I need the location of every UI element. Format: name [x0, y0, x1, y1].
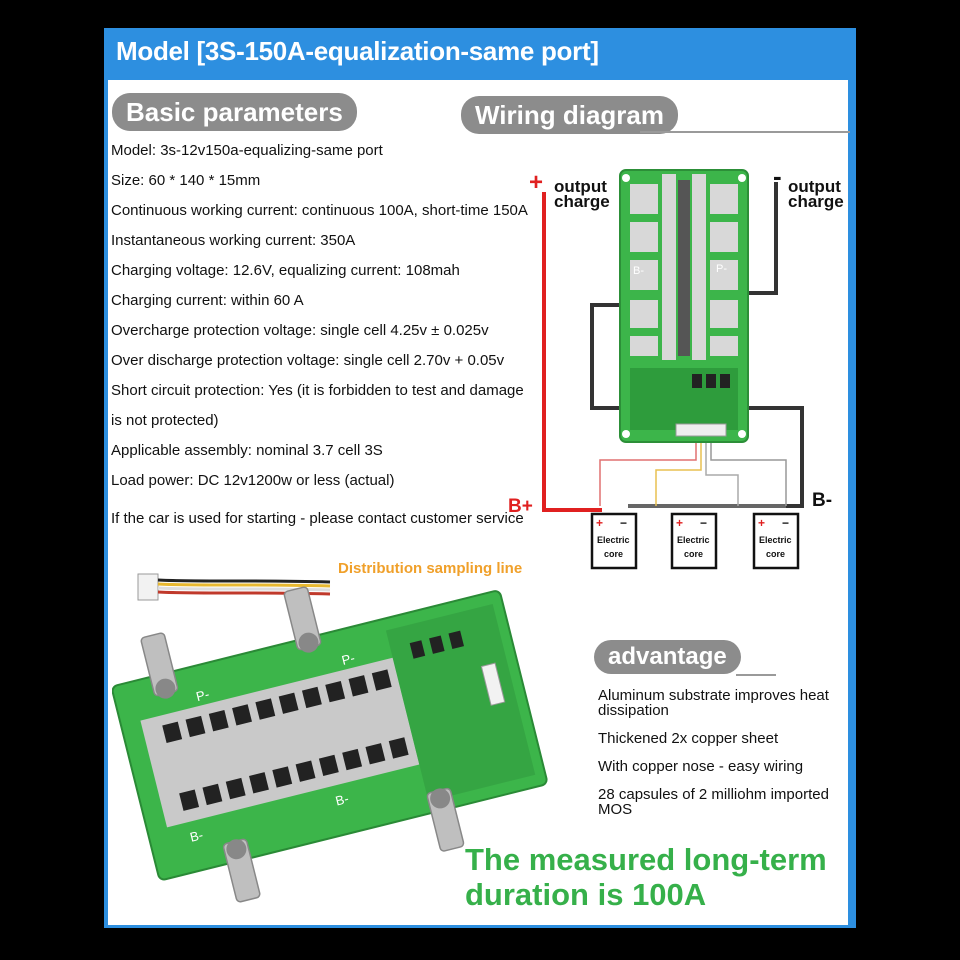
wiring-diagram: B- P- + output charge - output charge B+… — [508, 161, 844, 570]
cell-plus: + — [676, 516, 683, 530]
advantage-list: Aluminum substrate improves heat dissipa… — [598, 688, 848, 830]
param-item: Over discharge protection voltage: singl… — [111, 352, 505, 369]
plus-sign: + — [529, 169, 543, 196]
photo-label-p-minus: P- — [340, 650, 356, 668]
plus-charge-label: charge — [554, 192, 610, 211]
param-item: Instantaneous working current: 350A — [111, 232, 356, 249]
photo-label-b-minus: B- — [188, 827, 204, 845]
cell-plus: + — [758, 516, 765, 530]
advantage-heading: advantage — [594, 640, 741, 674]
param-item: Model: 3s-12v150a-equalizing-same port — [111, 142, 383, 159]
sampling-wire — [710, 435, 787, 506]
basic-parameters-list: Model: 3s-12v150a-equalizing-same port S… — [111, 136, 551, 496]
param-item: is not protected) — [111, 412, 219, 429]
photo-mosfets — [162, 630, 465, 811]
chip — [720, 374, 730, 388]
param-item: Size: 60 * 140 * 15mm — [111, 172, 261, 189]
b-plus-label: B+ — [508, 496, 533, 517]
cell-label: Electric — [597, 535, 630, 545]
cell-minus: − — [782, 516, 789, 530]
mosfet-rows — [678, 180, 690, 356]
wiring-heading-rule — [640, 131, 850, 133]
cell-label: Electric — [759, 535, 792, 545]
advantage-item: Aluminum substrate improves heat dissipa… — [598, 687, 829, 719]
headline-100a: The measured long-term duration is 100A — [465, 842, 827, 912]
cell-label: core — [766, 549, 785, 559]
advantage-item: With copper nose - easy wiring — [598, 758, 804, 775]
distribution-sampling-label: Distribution sampling line — [338, 560, 523, 577]
board-hole — [738, 174, 746, 182]
board-hole — [622, 174, 630, 182]
param-item: Short circuit protection: Yes (it is for… — [111, 382, 524, 399]
board-hole — [622, 430, 630, 438]
minus-sign: - — [773, 161, 782, 191]
cell-label: core — [604, 549, 623, 559]
photo-copper-plate — [140, 657, 420, 828]
photo-screws — [155, 632, 451, 860]
product-photo: P- P- B- B- — [112, 586, 548, 903]
param-item: Applicable assembly: nominal 3.7 cell 3S — [111, 442, 383, 459]
cell-plus: + — [596, 516, 603, 530]
minus-output-label: output — [788, 177, 841, 196]
chip — [692, 374, 702, 388]
photo-label-p-minus: P- — [195, 686, 211, 704]
param-item: Load power: DC 12v1200w or less (actual) — [111, 472, 395, 489]
cell-label: core — [684, 549, 703, 559]
chip — [706, 374, 716, 388]
minus-charge-label: charge — [788, 192, 844, 211]
wiring-diagram-heading: Wiring diagram — [461, 96, 679, 134]
page-title: Model [3S-150A-equalization-same port] — [116, 36, 599, 66]
board-label-p-minus: P- — [716, 263, 727, 275]
cable-plug — [137, 573, 159, 601]
b-plus-wire — [542, 192, 602, 512]
plus-output-label: output — [554, 177, 607, 196]
param-item: Overcharge protection voltage: single ce… — [111, 322, 489, 339]
battery-cell-2: + − Electric core — [670, 512, 718, 570]
cell-minus: − — [620, 516, 627, 530]
copper-pads — [630, 174, 738, 360]
param-item: Charging voltage: 12.6V, equalizing curr… — [111, 262, 460, 279]
advantage-item: Thickened 2x copper sheet — [598, 730, 779, 747]
sampling-connector — [675, 423, 727, 437]
photo-label-b-minus: B- — [334, 791, 350, 809]
advantage-item: 28 capsules of 2 milliohm imported MOS — [598, 786, 829, 818]
battery-cell-3: + − Electric core — [752, 512, 800, 570]
title-bar: Model [3S-150A-equalization-same port] — [104, 28, 856, 78]
battery-cell-1: + − Electric core — [590, 512, 638, 570]
advantage-heading-rule — [736, 674, 776, 676]
sampling-wire — [655, 435, 702, 506]
board-hole — [738, 430, 746, 438]
param-item: Continuous working current: continuous 1… — [111, 202, 528, 219]
basic-parameters-heading: Basic parameters — [112, 93, 357, 131]
cell-minus: − — [700, 516, 707, 530]
b-minus-label: B- — [812, 490, 832, 511]
sampling-wire — [599, 435, 697, 506]
param-item: Charging current: within 60 A — [111, 292, 304, 309]
photo-connector — [480, 662, 506, 706]
board-label-b-minus: B- — [633, 265, 644, 277]
starting-note: If the car is used for starting - please… — [111, 510, 524, 527]
cell-label: Electric — [677, 535, 710, 545]
sampling-wire — [705, 435, 739, 506]
